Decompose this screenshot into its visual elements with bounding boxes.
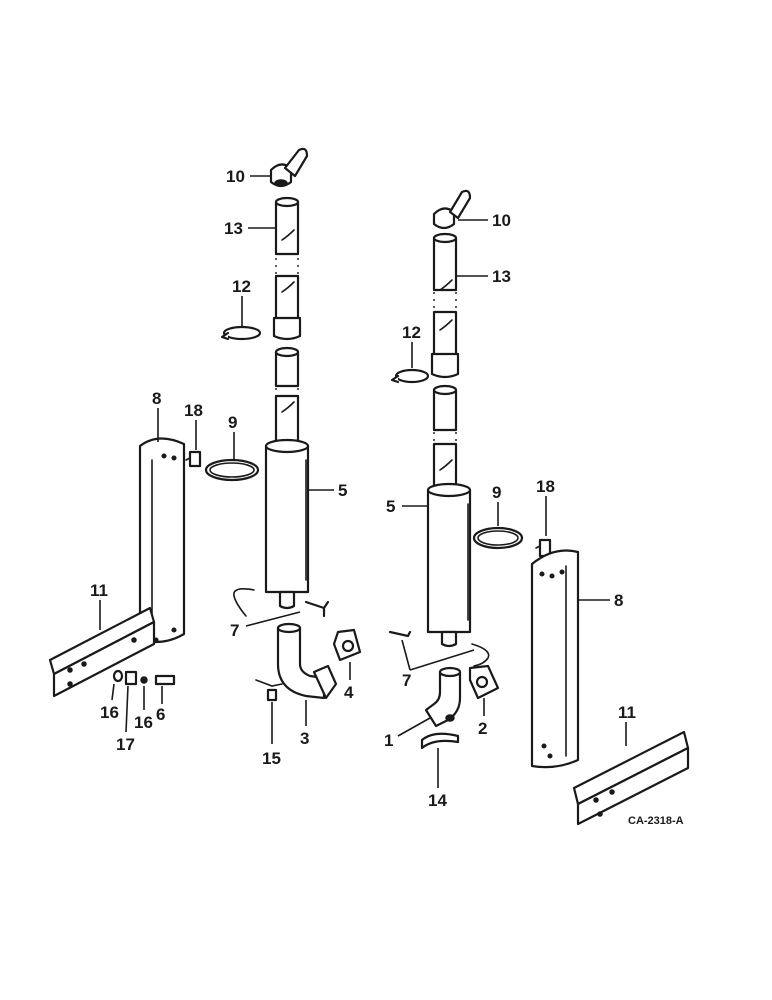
callout-right-11: 11 [618,703,636,722]
callout-left-9: 9 [228,413,237,432]
left-band-clamp [204,458,260,482]
callout-right-10: 10 [492,211,511,230]
left-muffler-neck [274,394,300,448]
callout-left-18: 18 [184,401,203,420]
callout-left-12: 12 [232,277,251,296]
leader-lines [99,175,627,788]
right-heat-shield [530,549,580,769]
right-muffler-neck [432,442,458,492]
right-elbow [424,666,462,728]
callout-left-5: 5 [338,481,347,500]
callout-left-16b: 16 [134,713,153,732]
callout-left-10: 10 [226,167,245,186]
callout-right-13: 13 [492,267,511,286]
left-exhaust-pipe-upper [274,196,300,256]
left-heat-shield [138,437,186,644]
callout-left-3: 3 [300,729,309,748]
callout-left-17: 17 [116,735,135,754]
figure-code: CA-2318-A [628,815,684,827]
callout-left-11: 11 [90,581,108,600]
right-u-bolt [388,630,490,667]
left-bracket [255,679,283,702]
left-clip [185,450,202,468]
right-assembly [388,189,690,826]
callout-left-7: 7 [230,621,239,640]
left-elbow [276,622,338,700]
callout-left-8: 8 [152,389,161,408]
left-muffler [264,438,310,610]
callout-right-1: 1 [384,731,393,750]
callout-right-2: 2 [478,719,487,738]
left-u-bolt [233,588,330,618]
callout-left-6: 6 [156,705,165,724]
callout-right-18: 18 [536,477,555,496]
right-band-clamp [472,526,524,550]
callout-right-5: 5 [386,497,395,516]
callout-right-12: 12 [402,323,421,342]
callout-right-9: 9 [492,483,501,502]
right-exhaust-pipe-lower [430,310,460,379]
left-mounting-angle [48,606,156,698]
callout-left-13: 13 [224,219,243,238]
callout-left-16a: 16 [100,703,119,722]
callout-right-7: 7 [402,671,411,690]
left-intermediate-pipe [274,346,300,388]
left-rain-cap [269,147,309,188]
left-clamp [220,325,262,341]
right-bracket [420,732,460,750]
left-exhaust-pipe-lower [272,274,302,341]
callout-left-15: 15 [262,749,281,768]
right-clamp [390,368,430,384]
right-gasket [468,664,500,700]
callout-right-14: 14 [428,791,447,810]
right-muffler [426,482,472,648]
left-assembly [48,147,362,702]
callout-labels: 10 13 12 8 18 9 5 11 7 4 3 15 16 16 17 6… [90,167,636,810]
right-exhaust-pipe-upper [432,232,458,292]
callout-left-4: 4 [344,683,354,702]
right-rain-cap [432,189,472,230]
right-intermediate-pipe [432,384,458,432]
callout-right-8: 8 [614,591,623,610]
left-gasket [332,628,362,662]
left-hardware [112,669,176,686]
right-mounting-angle [572,730,690,826]
